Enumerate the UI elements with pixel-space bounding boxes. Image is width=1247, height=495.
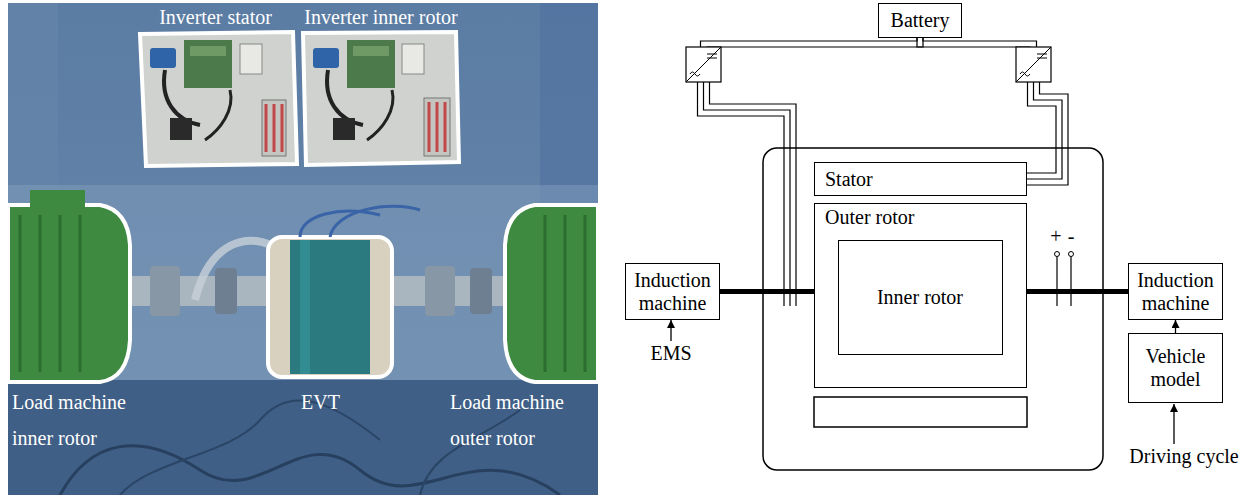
photo-label: Load machine inner rotor (12, 384, 152, 456)
load-machine-inner-rotor (8, 190, 130, 382)
inner-rotor-box: Inner rotor (838, 240, 1003, 355)
photo-label: Load machine outer rotor (450, 384, 590, 456)
induction-machine-box: Induction machine (1128, 263, 1223, 320)
connector-stroke (707, 38, 924, 47)
photo-label: Inverter inner rotor (296, 6, 466, 29)
connector-line (1027, 291, 1128, 292)
photo-label: EVT (301, 384, 361, 420)
connector-stroke (1027, 82, 1056, 173)
terminal-sign: + (1047, 225, 1065, 248)
stator-box: Stator (814, 162, 1027, 196)
inverter-stator-inset (140, 32, 297, 166)
load-machine-outer-rotor (505, 205, 598, 382)
stator-section (814, 397, 1027, 427)
inverter-symbol (1016, 47, 1051, 82)
node-label: Inner rotor (877, 286, 963, 309)
bench-table (8, 380, 598, 495)
input-label: Driving cycle (1125, 445, 1243, 468)
slip-ring-terminals (1055, 252, 1074, 307)
connector-stroke (1175, 320, 1176, 333)
node-label: Stator (825, 168, 873, 191)
evt-housing (763, 148, 1103, 470)
node-label: Induction machine (1133, 269, 1218, 315)
node-label: Outer rotor (825, 206, 914, 229)
connector-stroke (1027, 82, 1068, 185)
node-label: Vehicle model (1133, 345, 1218, 391)
battery-box: Battery (878, 3, 962, 38)
input-label: EMS (646, 342, 696, 365)
evt-machine (268, 237, 392, 377)
connector-arrow (1175, 320, 1176, 333)
connector-stroke (917, 38, 1031, 47)
node-label: Induction machine (630, 269, 715, 315)
photo-label: Inverter stator (133, 6, 298, 29)
connector-stroke (1027, 289, 1128, 294)
inverter-symbol (686, 47, 721, 82)
connector-stroke (701, 38, 918, 47)
connector-stroke (1027, 82, 1062, 179)
inverter-inner-rotor-inset (303, 32, 459, 165)
connector-stroke (923, 38, 1037, 47)
photo-background (8, 3, 598, 495)
induction-machine-box: Induction machine (625, 263, 720, 320)
node-label: Battery (891, 9, 950, 32)
vehicle-model-box: Vehicle model (1128, 333, 1223, 403)
outer-rotor-box: Outer rotorInner rotor (814, 203, 1027, 388)
terminal-sign: - (1062, 225, 1080, 248)
